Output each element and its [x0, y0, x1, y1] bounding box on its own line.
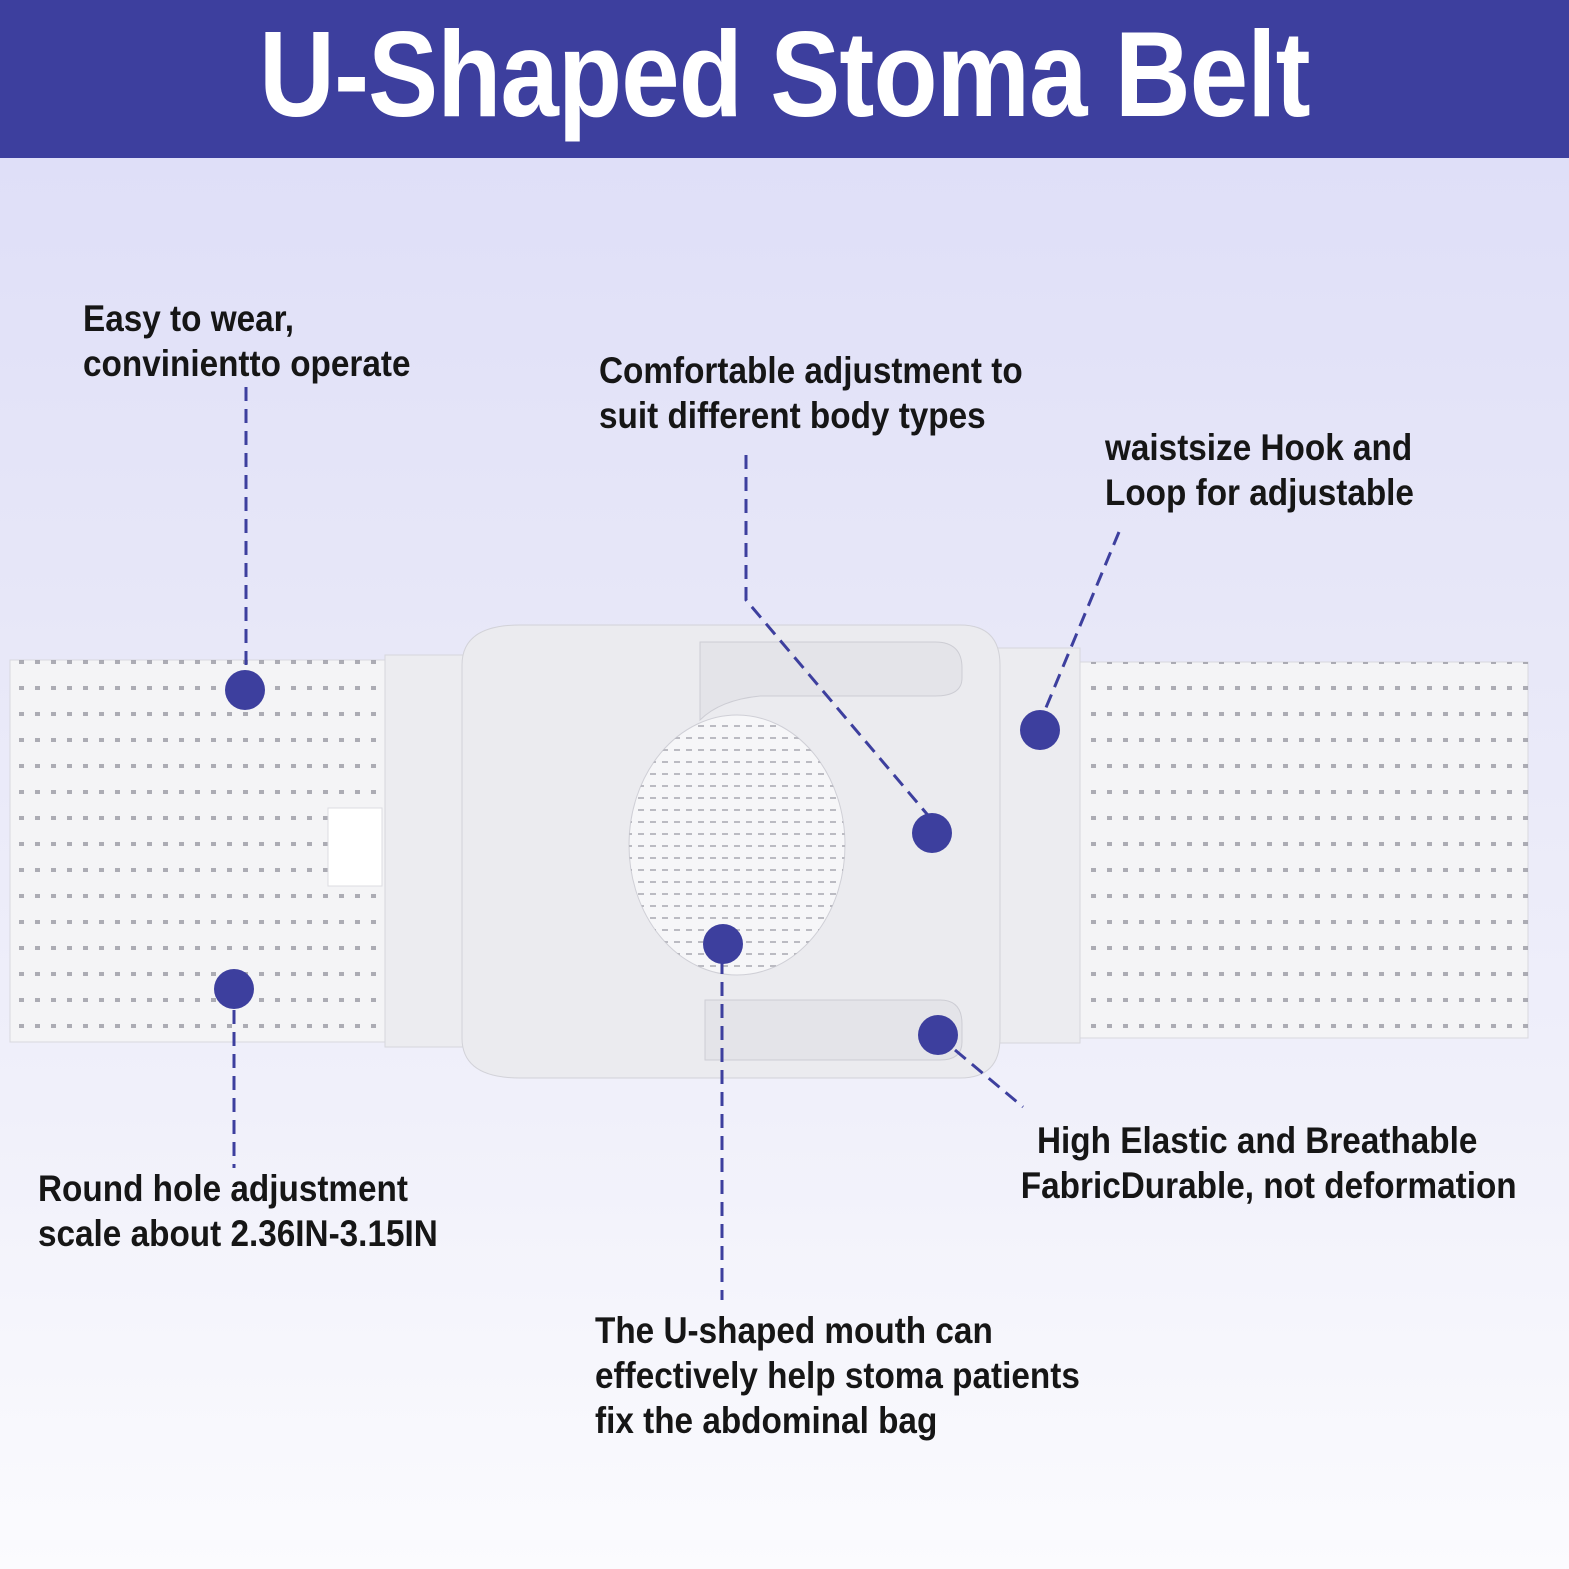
callout-line: waistsize Hook and [1105, 427, 1413, 468]
callout-line: The U-shaped mouth can [595, 1310, 993, 1351]
u-flap-bottom [704, 999, 963, 1061]
callout-comfortable-adjustment: Comfortable adjustment to suit different… [599, 348, 1023, 438]
callout-u-shaped-mouth: The U-shaped mouth can effectively help … [595, 1308, 1080, 1443]
callout-line: Loop for adjustable [1105, 472, 1414, 513]
callout-line: Round hole adjustment [38, 1168, 408, 1209]
marker-dot [214, 969, 254, 1009]
left-elastic-strap [9, 659, 396, 1043]
page-title: U-Shaped Stoma Belt [259, 6, 1310, 142]
marker-dot [225, 670, 265, 710]
marker-dot [1020, 710, 1060, 750]
callout-line: FabricDurable, not deformation [1020, 1165, 1517, 1206]
callout-line: High Elastic and Breathable [1037, 1120, 1478, 1161]
callout-hook-and-loop: waistsize Hook and Loop for adjustable [1105, 425, 1414, 515]
callout-line: fix the abdominal bag [595, 1400, 938, 1441]
marker-dot [703, 924, 743, 964]
callout-round-hole: Round hole adjustment scale about 2.36IN… [38, 1166, 438, 1256]
title-banner [0, 0, 1569, 158]
callout-line: effectively help stoma patients [595, 1355, 1080, 1396]
callout-line: scale about 2.36IN-3.15IN [38, 1213, 438, 1254]
strap-tag [327, 807, 383, 887]
callout-markers [214, 670, 1060, 1055]
callout-line: Comfortable adjustment to [599, 350, 1023, 391]
callout-line: suit different body types [599, 395, 986, 436]
leader-lines [232, 387, 1121, 1300]
marker-dot [912, 813, 952, 853]
u-flap-top [699, 641, 963, 722]
callout-easy-to-wear: Easy to wear, convinientto operate [83, 296, 411, 386]
right-elastic-strap [1059, 661, 1529, 1039]
callout-line: Easy to wear, [83, 298, 295, 339]
marker-dot [918, 1015, 958, 1055]
stoma-hole [628, 714, 846, 976]
callout-line: convinientto operate [83, 343, 411, 384]
right-hook-panel [987, 647, 1081, 1044]
callout-high-elastic: High Elastic and Breathable FabricDurabl… [1021, 1118, 1517, 1208]
